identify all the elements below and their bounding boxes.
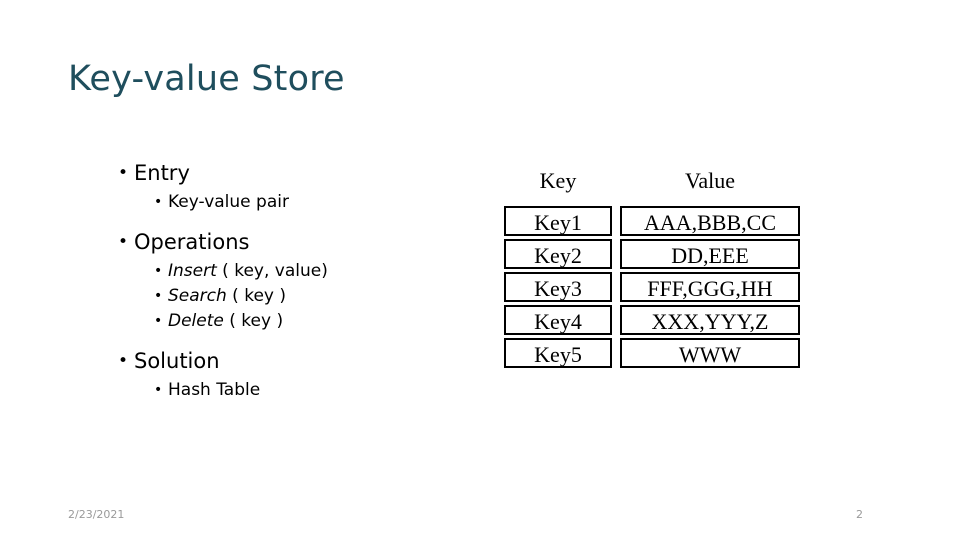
bullet-item-search: • Search ( key ) xyxy=(154,284,482,309)
cell-key: Key4 xyxy=(504,305,612,335)
bullet-group-solution: • Solution • Hash Table xyxy=(112,346,482,403)
table-row: Key4 XXX,YYY,Z xyxy=(504,305,800,335)
table-row: Key5 WWW xyxy=(504,338,800,368)
bullet-item-delete: • Delete ( key ) xyxy=(154,309,482,334)
bullet-label-search: Search ( key ) xyxy=(168,284,482,309)
operation-name-search: Search xyxy=(168,286,227,306)
key-value-table: Key Value Key1 AAA,BBB,CC Key2 DD,EEE Ke… xyxy=(504,166,800,371)
cell-key: Key3 xyxy=(504,272,612,302)
cell-spacer xyxy=(612,206,620,236)
bullet-dot-icon: • xyxy=(154,313,163,329)
cell-value: AAA,BBB,CC xyxy=(620,206,800,236)
table-row: Key2 DD,EEE xyxy=(504,239,800,269)
column-header-value: Value xyxy=(684,168,736,193)
cell-spacer xyxy=(612,239,620,269)
bullet-label-delete: Delete ( key ) xyxy=(168,309,482,334)
bullet-group-operations: • Operations • Insert ( key, value) • Se… xyxy=(112,227,482,334)
column-header-key: Key xyxy=(539,168,577,193)
bullet-dot-icon: • xyxy=(118,163,129,183)
bullet-label-insert: Insert ( key, value) xyxy=(168,259,482,284)
cell-spacer xyxy=(612,305,620,335)
bullet-dot-icon: • xyxy=(154,263,163,279)
table-row: Key1 AAA,BBB,CC xyxy=(504,206,800,236)
bullet-item-hash-table: • Hash Table xyxy=(154,378,482,403)
bullet-dot-icon: • xyxy=(154,382,163,398)
bullet-label-solution: Solution xyxy=(134,349,220,373)
cell-value: DD,EEE xyxy=(620,239,800,269)
cell-key: Key2 xyxy=(504,239,612,269)
bullet-item-operations: • Operations xyxy=(118,227,482,257)
cell-key: Key1 xyxy=(504,206,612,236)
cell-value: WWW xyxy=(620,338,800,368)
bullet-label-operations: Operations xyxy=(134,230,250,254)
bullet-group-entry: • Entry • Key-value pair xyxy=(112,158,482,215)
cell-key: Key5 xyxy=(504,338,612,368)
bullet-dot-icon: • xyxy=(154,288,163,304)
bullet-item-key-value-pair: • Key-value pair xyxy=(154,190,482,215)
bullet-label-entry: Entry xyxy=(134,161,190,185)
bullet-body: • Entry • Key-value pair • Operations • … xyxy=(112,158,482,413)
operation-args-delete: ( key ) xyxy=(223,311,284,331)
cell-value: FFF,GGG,HH xyxy=(620,272,800,302)
bullet-item-solution: • Solution xyxy=(118,346,482,376)
table-header-row: Key Value xyxy=(504,166,800,196)
page-title: Key-value Store xyxy=(68,59,345,99)
bullet-item-insert: • Insert ( key, value) xyxy=(154,259,482,284)
header-spacer xyxy=(612,166,620,196)
operation-name-delete: Delete xyxy=(168,311,224,331)
slide-number: 2 xyxy=(856,508,863,521)
table-row: Key3 FFF,GGG,HH xyxy=(504,272,800,302)
bullet-item-entry: • Entry xyxy=(118,158,482,188)
bullet-dot-icon: • xyxy=(118,351,129,371)
operation-args-search: ( key ) xyxy=(226,286,287,306)
cell-value: XXX,YYY,Z xyxy=(620,305,800,335)
bullet-label-hash-table: Hash Table xyxy=(168,380,261,400)
operation-name-insert: Insert xyxy=(168,261,217,281)
bullet-label-key-value-pair: Key-value pair xyxy=(168,192,289,212)
operation-args-insert: ( key, value) xyxy=(216,261,328,281)
bullet-dot-icon: • xyxy=(154,194,163,210)
cell-spacer xyxy=(612,338,620,368)
cell-spacer xyxy=(612,272,620,302)
footer-date: 2/23/2021 xyxy=(68,508,125,521)
bullet-dot-icon: • xyxy=(118,232,129,252)
